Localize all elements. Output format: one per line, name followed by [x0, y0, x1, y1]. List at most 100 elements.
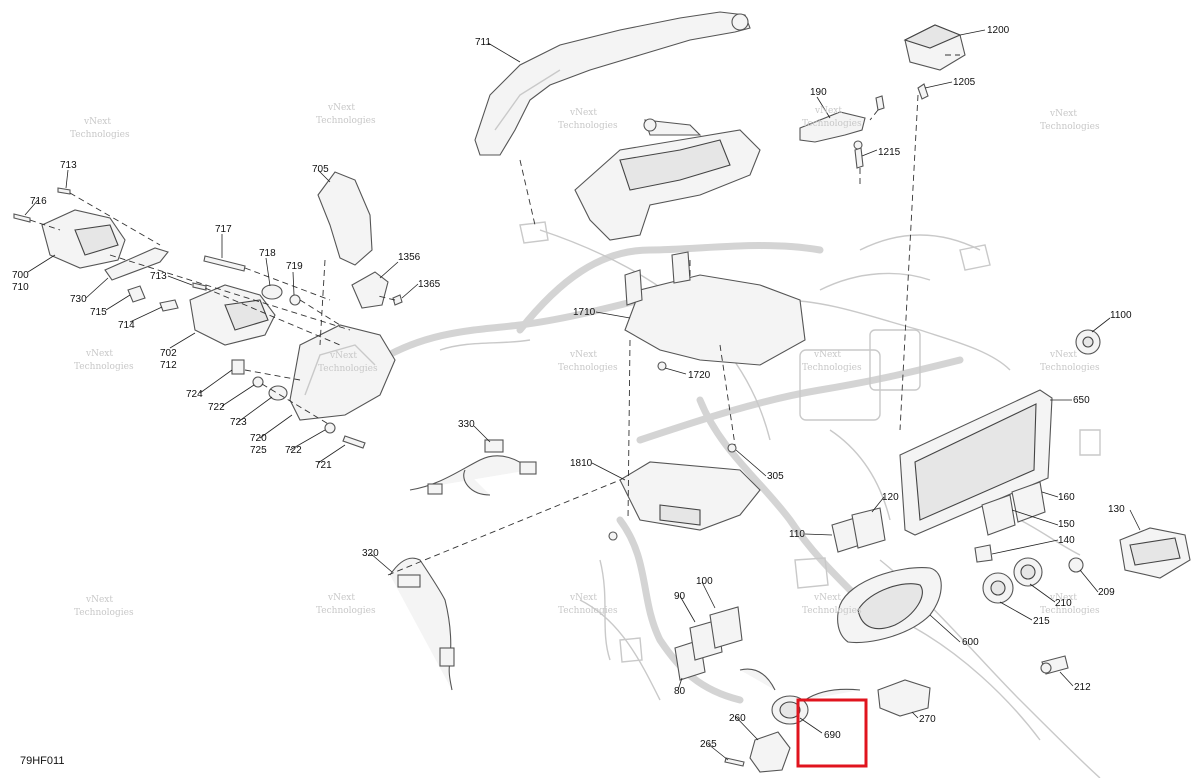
part-600-cluster: [837, 567, 942, 644]
part-210-socket: [1013, 557, 1043, 587]
part-190-screw: [875, 95, 885, 111]
watermark-text: Technologies: [1040, 363, 1100, 373]
part-717-bolt: [203, 255, 246, 272]
part-212-bolt: [1040, 655, 1069, 675]
part-721-bolt: [342, 435, 366, 449]
callout-717: 717: [215, 224, 232, 235]
watermark-text: Technologies: [802, 119, 862, 129]
callout-718: 718: [259, 248, 276, 259]
part-713-screw-a: [57, 187, 71, 195]
background-harness: [376, 221, 1101, 778]
part-270-switch: [877, 679, 931, 717]
dashed-guides: [29, 54, 960, 576]
watermark-text: vNext: [327, 593, 355, 603]
callout-210: 210: [1055, 598, 1072, 609]
part-722-washer-b: [324, 422, 336, 434]
callout-725: 725: [250, 445, 267, 456]
part-260-switch: [749, 731, 791, 773]
callout-715: 715: [90, 307, 107, 318]
part-1205-bolt: [917, 83, 929, 100]
callout-721: 721: [315, 460, 332, 471]
watermark-text: Technologies: [558, 606, 618, 616]
part-719-nut: [289, 294, 301, 306]
callout-719: 719: [286, 261, 303, 272]
callout-714: 714: [118, 320, 135, 331]
callout-1215: 1215: [878, 147, 901, 158]
callout-265: 265: [700, 739, 717, 750]
watermark-text: Technologies: [316, 116, 376, 126]
watermark-text: vNext: [569, 350, 597, 360]
part-700-headlight: [41, 209, 126, 269]
part-723-grommet: [268, 385, 288, 401]
callout-120: 120: [882, 492, 899, 503]
callout-711: 711: [475, 37, 491, 48]
part-730-bracket: [104, 247, 169, 281]
callout-260: 260: [729, 713, 746, 724]
watermark-text: vNext: [1049, 350, 1077, 360]
part-714-spring: [159, 299, 179, 312]
callout-720: 720: [250, 433, 267, 444]
callout-80: 80: [674, 686, 686, 697]
callout-150: 150: [1058, 519, 1075, 530]
part-light-module: [574, 118, 761, 241]
part-1215-bolt: [854, 147, 864, 169]
watermark-text: Technologies: [70, 130, 130, 140]
watermark-text: vNext: [327, 103, 355, 113]
callout-700: 700: [12, 270, 29, 281]
callout-724: 724: [186, 389, 203, 400]
part-265-screw: [724, 757, 745, 767]
watermark-text: Technologies: [316, 606, 376, 616]
callout-722: 722: [208, 402, 225, 413]
watermark-text: vNext: [569, 108, 597, 118]
callout-712: 712: [160, 360, 177, 371]
callout-702: 702: [160, 348, 177, 359]
part-718-grommet: [261, 284, 283, 300]
callout-320: 320: [362, 548, 379, 559]
callout-723: 723: [230, 417, 247, 428]
watermark-text: Technologies: [74, 608, 134, 618]
part-1810-ecu: [619, 461, 761, 531]
callout-716: 716: [30, 196, 47, 207]
callout-713: 713: [60, 160, 77, 171]
leader-lines: [24, 29, 1141, 761]
part-705-bracket: [317, 171, 373, 266]
part-320-harness: [389, 557, 455, 691]
part-150-switch: [981, 494, 1016, 536]
callout-1810: 1810: [570, 458, 593, 469]
part-711-bracket: [474, 11, 751, 156]
callout-215: 215: [1033, 616, 1050, 627]
watermark-text: Technologies: [558, 121, 618, 131]
callout-1710: 1710: [573, 307, 596, 318]
watermark-text: Technologies: [1040, 606, 1100, 616]
callout-1720: 1720: [688, 370, 711, 381]
callout-1200: 1200: [987, 25, 1010, 36]
watermark-text: Technologies: [318, 364, 378, 374]
watermark-text: Technologies: [802, 363, 862, 373]
callout-1100: 1100: [1110, 310, 1132, 321]
watermark-text: vNext: [85, 595, 113, 605]
part-1810-screw: [608, 531, 618, 541]
callout-labels: 711 1200 1205 190 1215 713 716 700 710 7…: [12, 25, 1132, 750]
watermark-text: vNext: [814, 106, 842, 116]
part-215-socket: [982, 572, 1014, 604]
watermark-text: vNext: [569, 593, 597, 603]
callout-305: 305: [767, 471, 784, 482]
part-1200-module: [903, 24, 966, 71]
part-690-harness: [739, 668, 861, 725]
part-130-keypad: [1119, 527, 1191, 579]
part-650-display: [899, 389, 1053, 536]
highlight-box-690: [796, 698, 868, 768]
watermark-text: Technologies: [802, 606, 862, 616]
callout-722: 722: [285, 445, 302, 456]
part-716-screw: [13, 213, 31, 223]
watermark-text: vNext: [329, 351, 357, 361]
callout-1356: 1356: [398, 252, 421, 263]
callout-705: 705: [312, 164, 329, 175]
watermark-text: vNext: [813, 350, 841, 360]
part-724-clip: [231, 359, 245, 375]
callout-209: 209: [1098, 587, 1115, 598]
part-720-support: [289, 324, 396, 421]
watermark-text: Technologies: [558, 363, 618, 373]
